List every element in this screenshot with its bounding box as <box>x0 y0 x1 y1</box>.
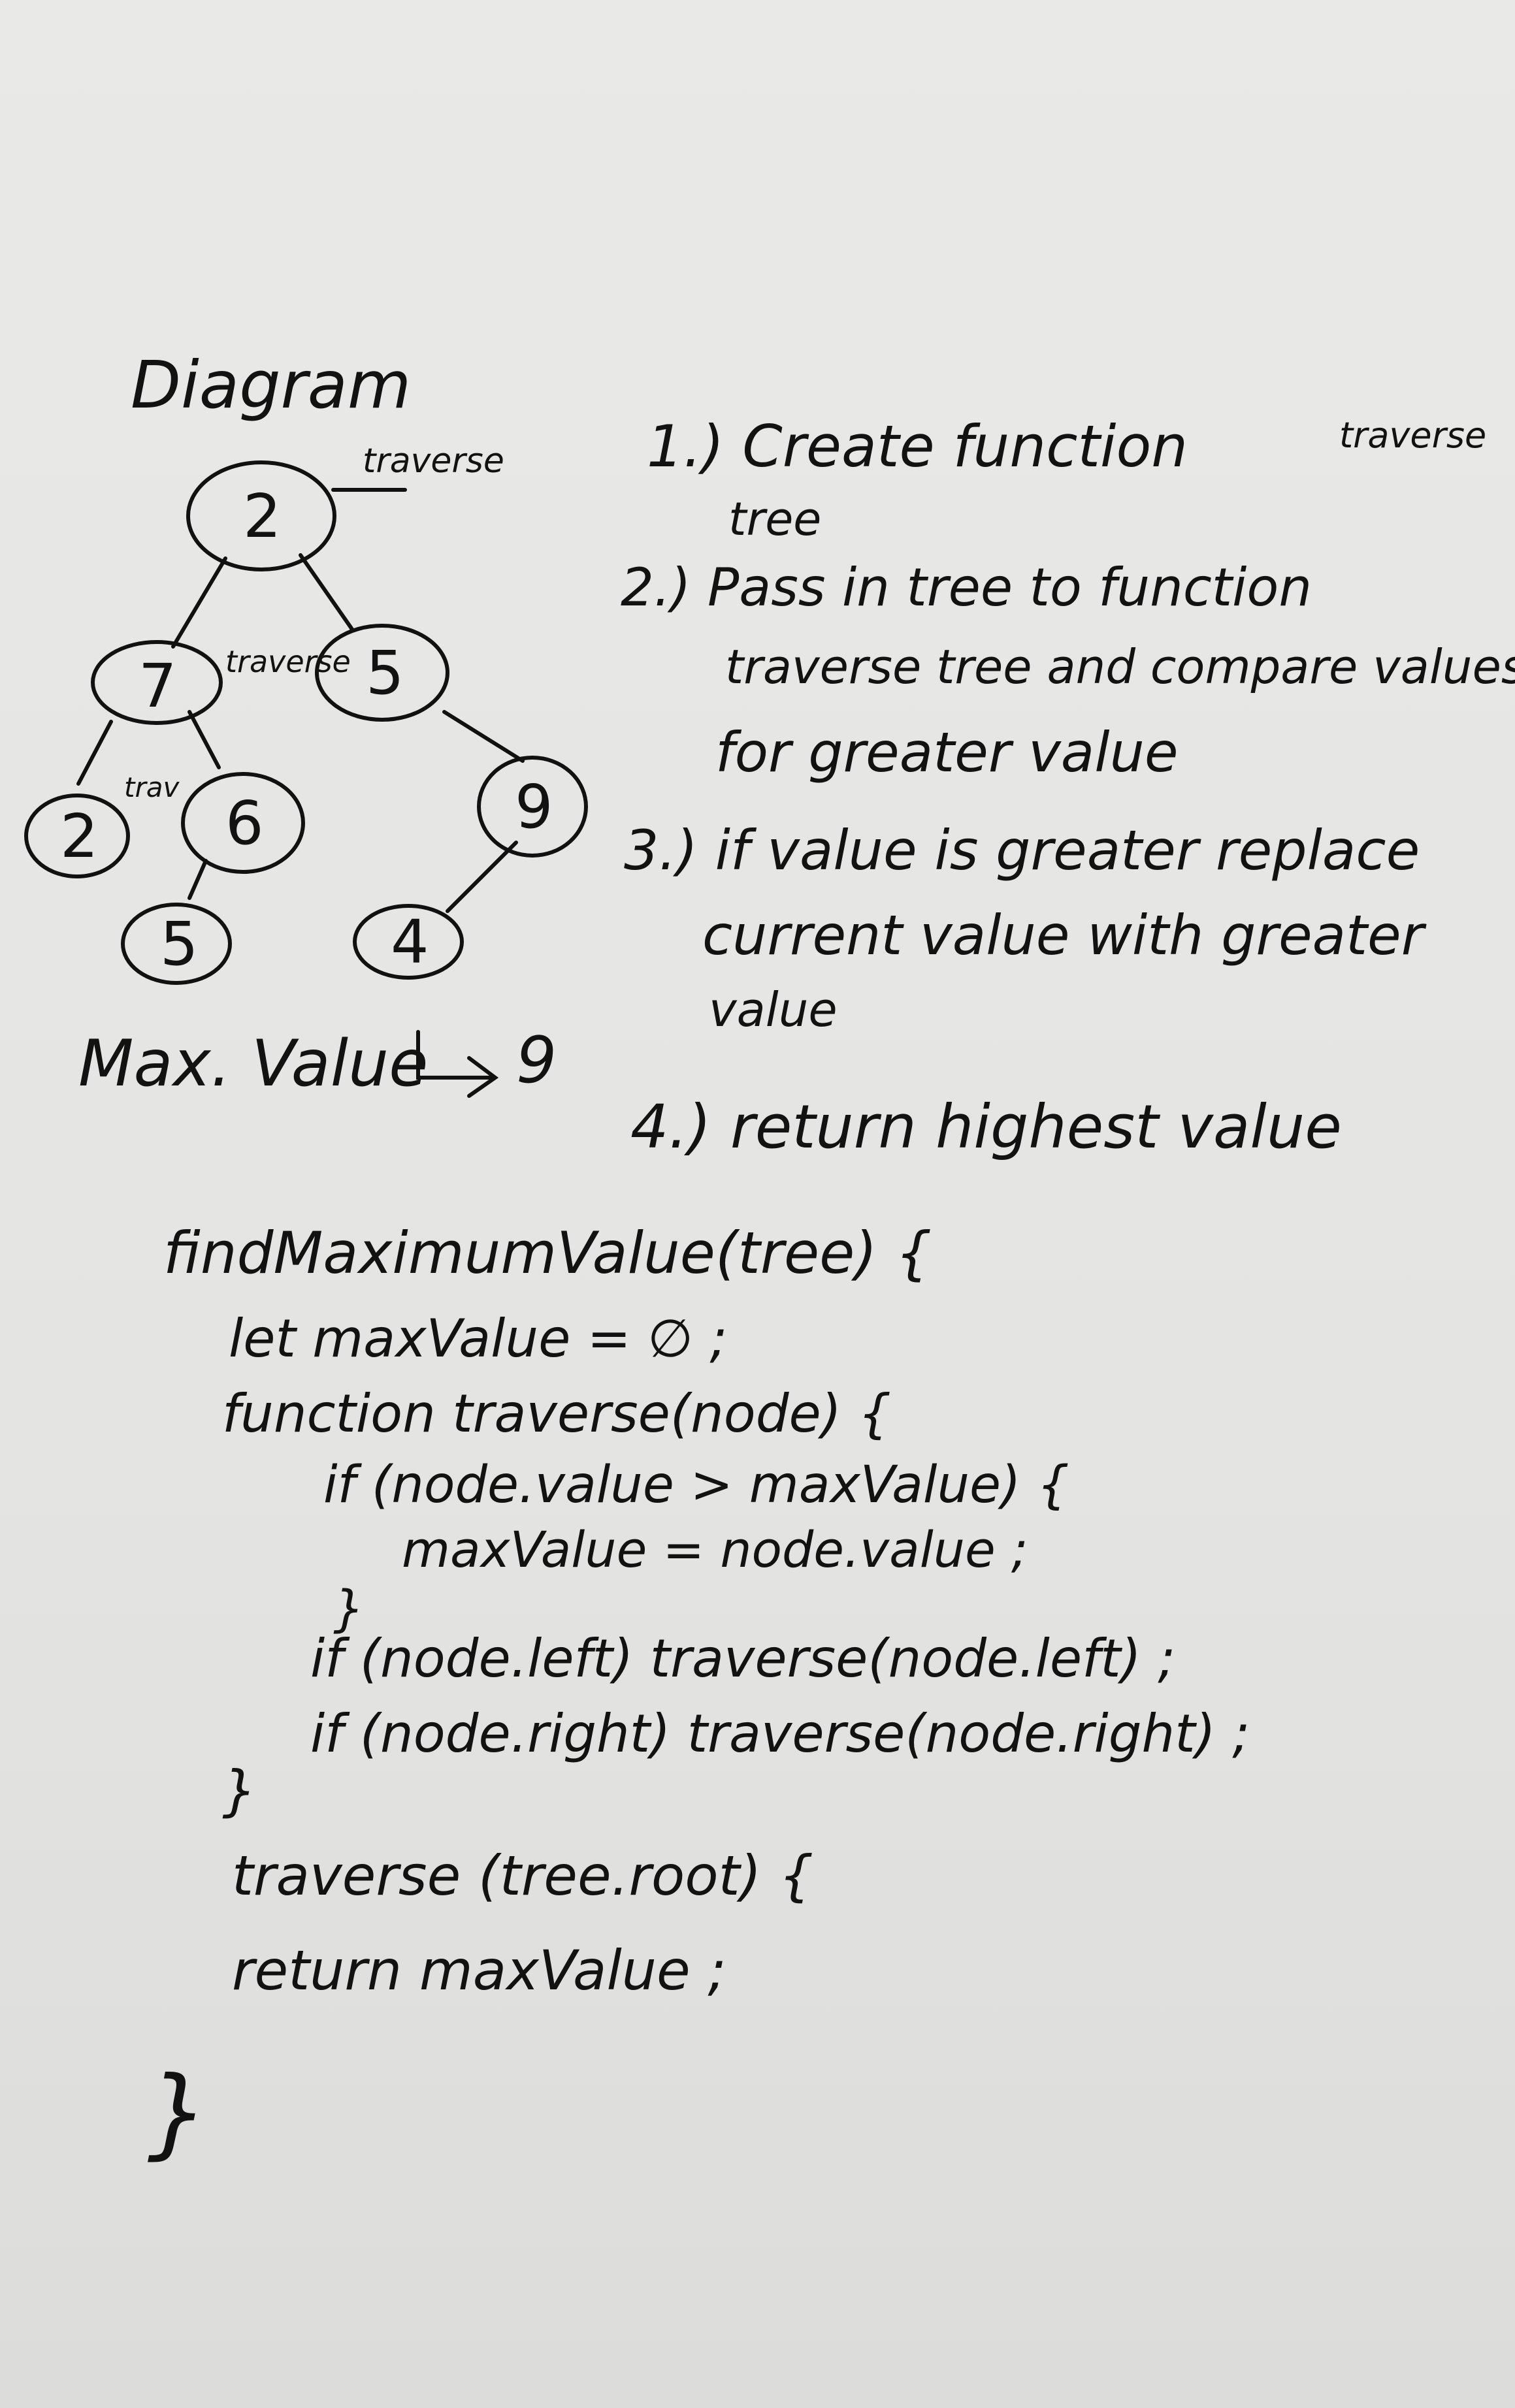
step-1-line-1: 1.) Create function <box>647 413 1188 480</box>
code-line-8: if (node.right) traverse(node.right) ; <box>310 1703 1250 1764</box>
step-3-line-3: value <box>709 982 838 1037</box>
max-value-arrow <box>416 1030 499 1098</box>
edge-7-2 <box>76 720 113 786</box>
node-6: 6 <box>225 788 264 858</box>
step-4-line-1: 4.) return highest value <box>630 1092 1342 1162</box>
node-5: 5 <box>366 638 404 708</box>
step-1-line-2: tree <box>728 492 822 546</box>
node-circle-5-bottom <box>121 903 232 985</box>
edge-2-7 <box>171 556 227 649</box>
node-4: 4 <box>391 907 429 977</box>
step-3-line-1: 3.) if value is greater replace <box>624 818 1420 882</box>
node-circle-2-left <box>24 794 130 878</box>
diagram-title: Diagram <box>131 347 412 423</box>
step-2-line-3: for greater value <box>715 720 1179 784</box>
node-circle-5 <box>315 624 449 722</box>
code-line-2: let maxValue = ∅ ; <box>229 1308 728 1369</box>
edge-label-trav: trav <box>124 771 180 803</box>
node-7: 7 <box>138 651 177 721</box>
edge-6-5 <box>187 859 208 900</box>
node-circle-6 <box>181 772 305 874</box>
code-line-12: } <box>147 2056 210 2170</box>
node-circle-7 <box>91 640 223 725</box>
node-9: 9 <box>515 772 553 842</box>
step-3-line-2: current value with greater <box>702 903 1424 967</box>
node-2-left: 2 <box>60 801 99 871</box>
code-line-5: maxValue = node.value ; <box>402 1520 1028 1579</box>
code-line-1: findMaximumValue(tree) { <box>163 1219 932 1287</box>
edge-label-traverse-mid: traverse <box>225 644 351 679</box>
step-2-line-2: traverse tree and compare values <box>725 639 1515 694</box>
edge-9-4 <box>446 841 518 913</box>
edge-7-6 <box>187 710 221 769</box>
step-1-note: traverse <box>1339 415 1487 456</box>
edge-label-traverse-root: traverse <box>363 441 504 481</box>
node-circle-4 <box>353 904 464 980</box>
code-line-7: if (node.left) traverse(node.left) ; <box>310 1628 1176 1689</box>
node-circle-9 <box>477 756 588 858</box>
max-value-label: Max. Value <box>78 1027 429 1101</box>
edge-5-9 <box>442 710 525 763</box>
code-line-11: return maxValue ; <box>232 1938 726 2002</box>
node-5-bottom: 5 <box>160 909 199 979</box>
edge-2-5 <box>299 553 355 632</box>
code-line-3: function traverse(node) { <box>222 1383 892 1444</box>
node-circle-root <box>186 460 336 571</box>
max-value: 9 <box>516 1023 557 1098</box>
code-line-9: } <box>222 1759 257 1823</box>
code-line-10: traverse (tree.root) { <box>232 1844 814 1908</box>
code-line-4: if (node.value > maxValue) { <box>323 1456 1069 1515</box>
code-line-6: } <box>333 1579 365 1637</box>
node-root-2: 2 <box>243 481 282 551</box>
step-2-line-1: 2.) Pass in tree to function <box>621 557 1312 618</box>
